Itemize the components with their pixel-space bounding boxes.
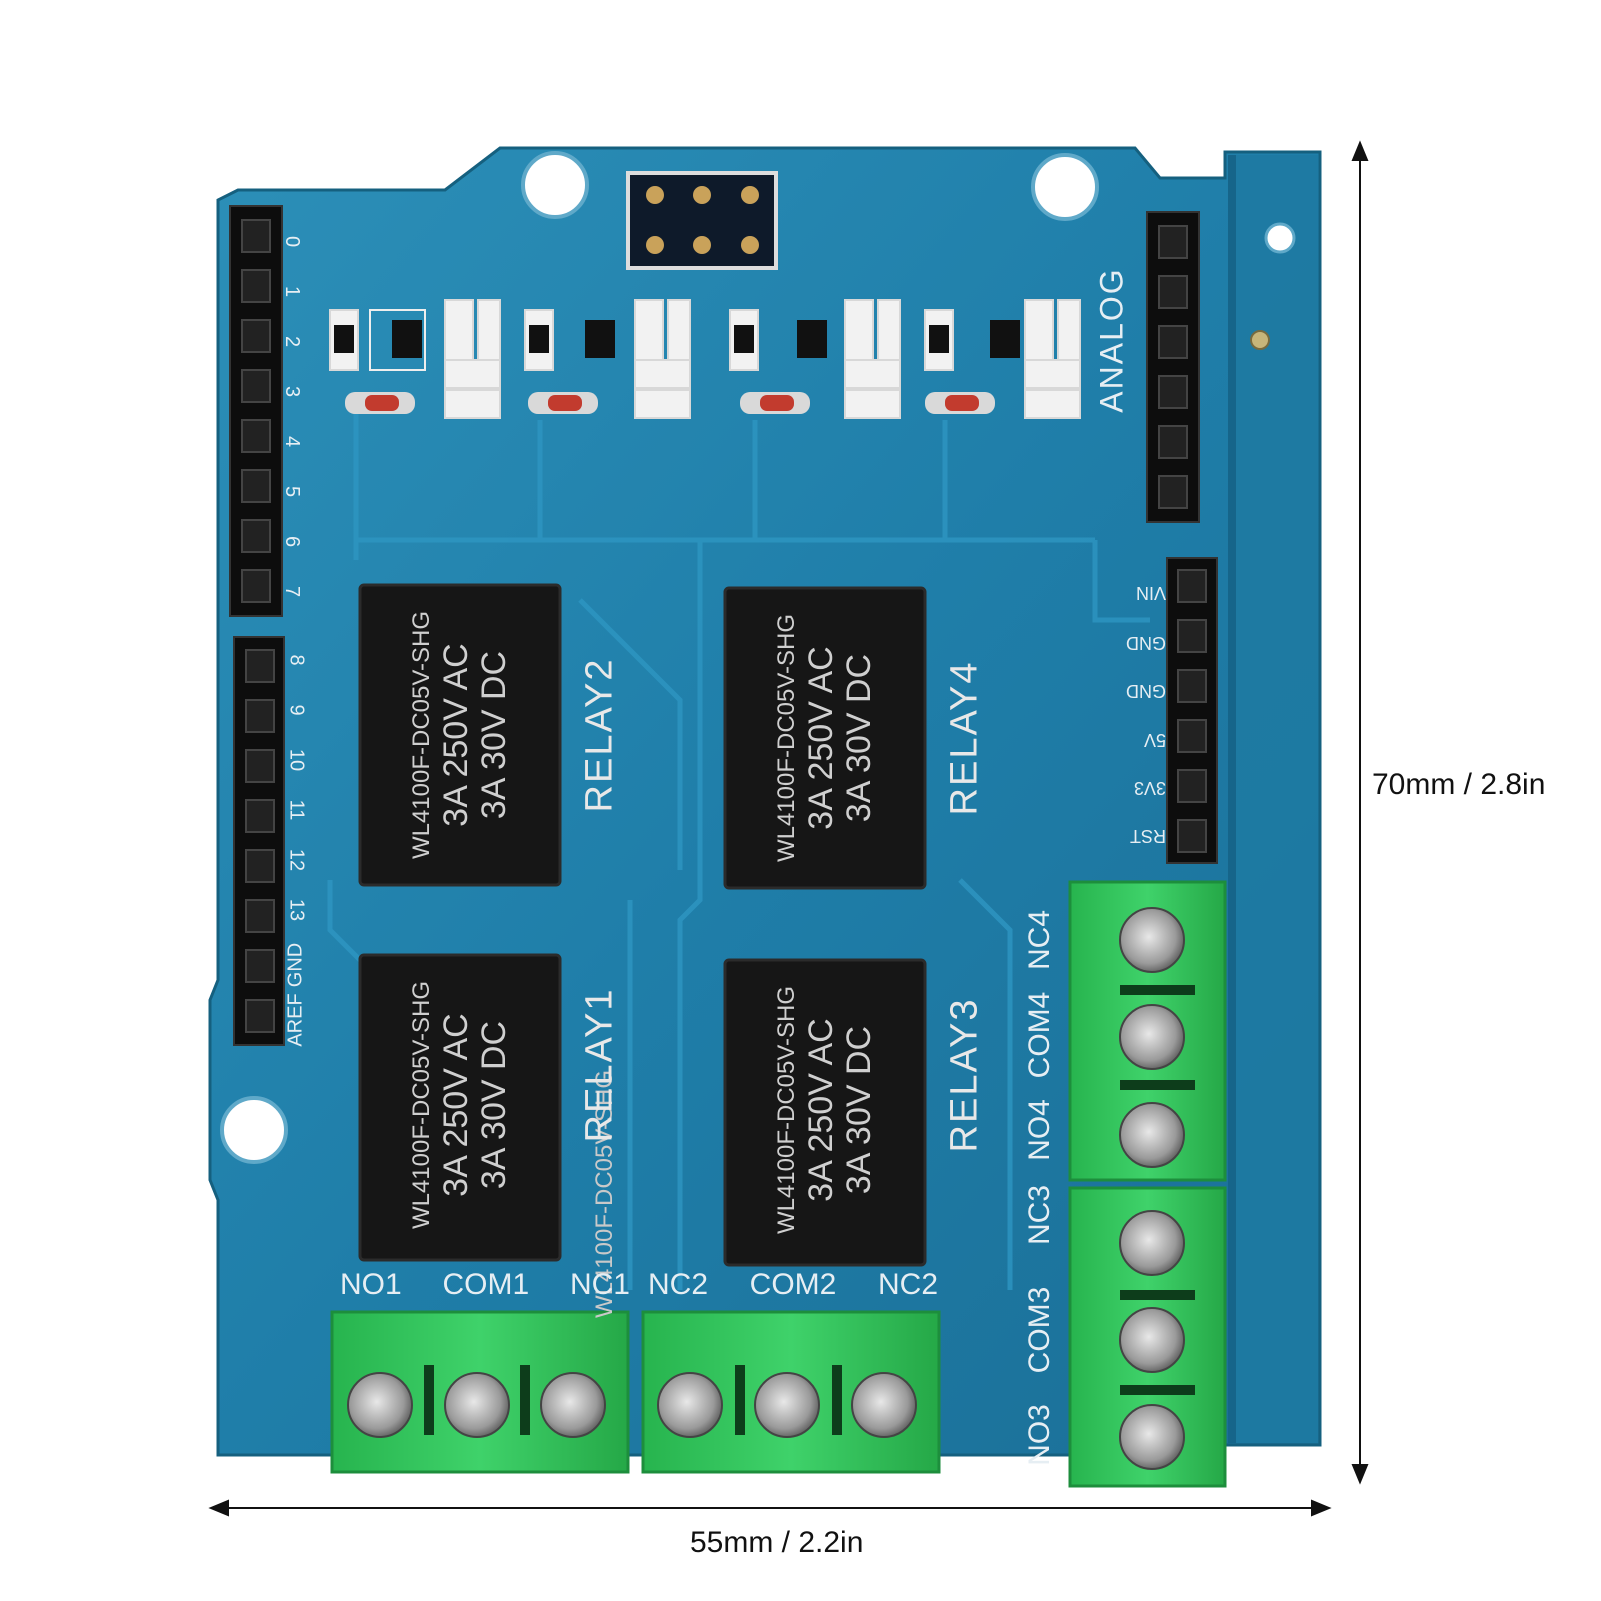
relay4-dc: 3A 30V DC [840, 653, 878, 823]
label-com4: COM4 [1023, 991, 1056, 1079]
side-terminal-blocks [1068, 880, 1227, 1488]
relay-block-relay4: WL4100F-DC05V-SHG 3A 250V AC 3A 30V DC R… [675, 588, 986, 888]
relay-block-relay3: WL4100F-DC05V-SHG 3A 250V AC 3A 30V DC R… [675, 960, 986, 1265]
pin-2: 2 [281, 335, 304, 348]
relay-bodies [358, 583, 927, 1267]
label-nc1: NC1 [569, 1268, 630, 1301]
relay2-dc: 3A 30V DC [475, 650, 513, 820]
pin-gnd2: GND [1126, 681, 1166, 701]
height-dimension-label: 70mm / 2.8in [1372, 768, 1546, 801]
label-nc3: NC3 [1023, 1184, 1056, 1246]
pin-11: 11 [285, 799, 308, 821]
relay3-model: WL4100F-DC05V-SHG [773, 985, 800, 1235]
pin-6: 6 [281, 535, 304, 548]
label-no4: NO4 [1023, 1099, 1056, 1161]
pin-rst: RST [1130, 826, 1166, 846]
side-terminal-labels: NC4 COM4 NO4 NC3 COM3 NO3 [1010, 880, 1070, 1480]
pin-5: 5 [281, 485, 304, 498]
pin-vin: VIN [1135, 583, 1166, 603]
bottom-terminal-blocks [330, 1310, 941, 1474]
relay4-name: RELAY4 [943, 660, 986, 816]
relay3-name: RELAY3 [943, 997, 986, 1153]
relay4-model: WL4100F-DC05V-SHG [773, 613, 800, 863]
pin-13: 13 [285, 898, 308, 922]
pin-gnd1: GND [1126, 633, 1166, 653]
relay1-dc: 3A 30V DC [475, 1020, 513, 1190]
pin-9: 9 [285, 704, 308, 716]
relay2-name: RELAY2 [578, 657, 621, 813]
relay-block-relay1: WL4100F-DC05V-SHG 3A 250V AC 3A 30V DC R… [310, 955, 621, 1260]
label-com2: COM2 [749, 1268, 837, 1301]
relay-block-relay2: WL4100F-DC05V-SHG 3A 250V AC 3A 30V DC R… [310, 585, 621, 885]
pin-10: 10 [285, 748, 308, 772]
pin-12: 12 [285, 848, 308, 872]
analog-header [1146, 211, 1200, 523]
relay2-ac: 3A 250V AC [437, 643, 475, 827]
icsp-header [626, 171, 778, 270]
label-nc4: NC4 [1023, 909, 1056, 971]
pin-1: 1 [281, 285, 304, 298]
pin-7: 7 [281, 585, 304, 598]
label-nc2-a: NC2 [648, 1268, 709, 1301]
relay1-name: RELAY1 [578, 987, 621, 1143]
relay4-ac: 3A 250V AC [802, 646, 840, 830]
relay2-model: WL4100F-DC05V-SHG [408, 610, 435, 860]
label-no3: NO3 [1023, 1404, 1056, 1466]
smd-components [329, 299, 1081, 419]
pin-4: 4 [281, 435, 304, 448]
power-header [1166, 557, 1218, 864]
pin-3: 3 [281, 385, 304, 398]
relay3-dc: 3A 30V DC [840, 1025, 878, 1195]
bottom-terminal-labels-left: NO1 COM1 NC1 [340, 1268, 630, 1302]
relay1-ac: 3A 250V AC [437, 1013, 475, 1197]
label-com3: COM3 [1023, 1286, 1056, 1374]
analog-label: ANALOG [1093, 267, 1130, 413]
label-com1: COM1 [442, 1268, 530, 1301]
digital-header-0-7 [229, 205, 283, 617]
dimension-arrows [208, 140, 1369, 1517]
label-no1: NO1 [340, 1268, 402, 1301]
relay3-ac: 3A 250V AC [802, 1018, 840, 1202]
bottom-terminal-labels-right: NC2 COM2 NC2 [648, 1268, 938, 1302]
pin-0: 0 [281, 235, 304, 248]
width-dimension-label: 55mm / 2.2in [690, 1526, 864, 1559]
pin-aref: AREF [284, 993, 307, 1047]
pin-8: 8 [285, 654, 308, 666]
label-nc2-b: NC2 [877, 1268, 938, 1301]
pin-3v3: 3V3 [1133, 778, 1166, 798]
power-pin-labels: VIN GND GND 5V 3V3 RST [1110, 572, 1166, 872]
digital-header-8-aref [233, 636, 285, 1046]
digital-pin-labels-bottom: 8 9 10 11 12 13 GND AREF [284, 650, 328, 1050]
pin-gnd: GND [284, 942, 307, 988]
relay1-model-line: WL4100F-DC05V-SHG [408, 980, 435, 1230]
pin-5v: 5V [1143, 730, 1166, 750]
